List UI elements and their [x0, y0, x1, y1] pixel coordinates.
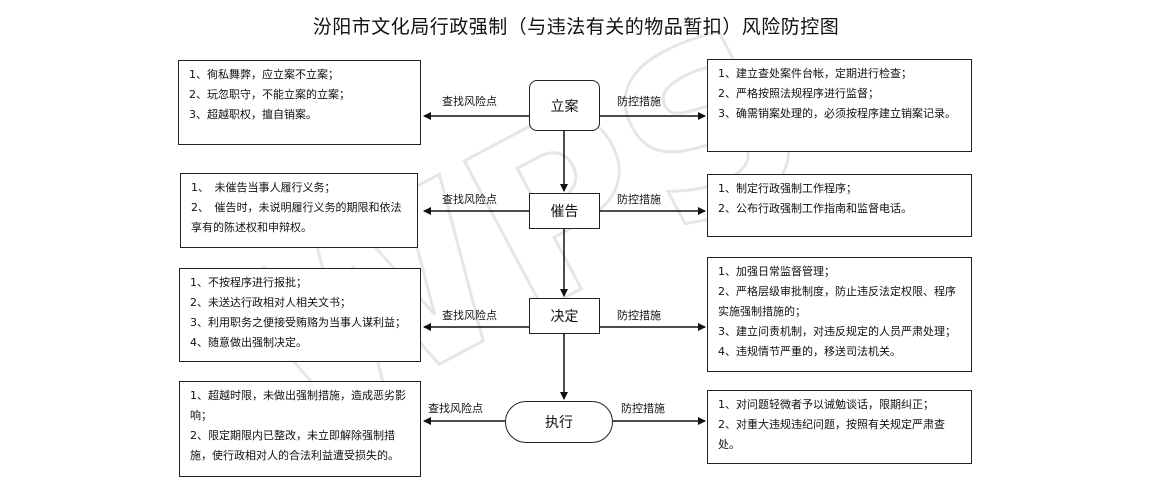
control-1-item-1: 1、建立查处案件台帐，定期进行检查； [718, 67, 912, 80]
control-4-item-2: 2、对重大违规违纪问题，按照有关规定严肃查处。 [718, 418, 945, 451]
risk-1-item-1: 1、徇私舞弊，应立案不立案； [189, 68, 339, 81]
control-2-item-1: 1、制定行政强制工作程序； [718, 182, 857, 195]
control-box-3: 1、加强日常监督管理； 2、严格层级审批制度，防止违反法定权限、程序实施强制措施… [707, 257, 972, 372]
risk-label-1: 查找风险点 [442, 95, 497, 108]
risk-box-3: 1、不按程序进行报批； 2、未送达行政相对人相关文书； 3、利用职务之便接受贿赂… [179, 268, 421, 362]
control-label-3: 防控措施 [617, 309, 661, 322]
control-2-item-2: 2、公布行政强制工作指南和监督电话。 [718, 202, 912, 215]
risk-3-item-4: 4、随意做出强制决定。 [190, 336, 307, 349]
control-1-item-2: 2、严格按照法规程序进行监督； [718, 87, 879, 100]
control-3-item-2: 2、严格层级审批制度，防止违反法定权限、程序实施强制措施的； [718, 285, 956, 318]
control-3-item-1: 1、加强日常监督管理； [718, 265, 835, 278]
risk-label-3: 查找风险点 [442, 309, 497, 322]
risk-2-item-2: 2、 催告时，未说明履行义务的期限和依法享有的陈述权和申辩权。 [191, 201, 402, 234]
risk-3-item-1: 1、不按程序进行报批； [190, 276, 307, 289]
step-node-3: 决定 [529, 298, 600, 334]
risk-box-2: 1、 未催告当事人履行义务； 2、 催告时，未说明履行义务的期限和依法享有的陈述… [180, 173, 418, 248]
risk-label-2: 查找风险点 [442, 193, 497, 206]
control-label-1: 防控措施 [617, 95, 661, 108]
risk-3-item-3: 3、利用职务之便接受贿赂为当事人谋利益； [190, 316, 406, 329]
control-1-item-3: 3、确需销案处理的，必须按程序建立销案记录。 [718, 107, 956, 120]
control-box-1: 1、建立查处案件台帐，定期进行检查； 2、严格按照法规程序进行监督； 3、确需销… [707, 59, 972, 152]
risk-3-item-2: 2、未送达行政相对人相关文书； [190, 296, 351, 309]
risk-4-item-2: 2、限定期限内已整改，未立即解除强制措施，使行政相对人的合法利益遭受损失的。 [190, 429, 399, 462]
step-node-4: 执行 [505, 401, 613, 443]
risk-2-item-1: 1、 未催告当事人履行义务； [191, 181, 336, 194]
risk-4-item-1: 1、超越时限，未做出强制措施，造成恶劣影响； [190, 389, 406, 422]
control-label-2: 防控措施 [617, 193, 661, 206]
control-label-4: 防控措施 [621, 402, 665, 415]
control-3-item-3: 3、建立问责机制，对违反规定的人员严肃处理； [718, 325, 956, 338]
control-box-2: 1、制定行政强制工作程序； 2、公布行政强制工作指南和监督电话。 [707, 174, 972, 237]
page-title: 汾阳市文化局行政强制（与违法有关的物品暂扣）风险防控图 [312, 16, 840, 38]
risk-box-1: 1、徇私舞弊，应立案不立案； 2、玩忽职守，不能立案的立案； 3、超越职权，擅自… [178, 60, 421, 145]
control-box-4: 1、对问题轻微者予以诫勉谈话，限期纠正； 2、对重大违规违纪问题，按照有关规定严… [707, 390, 972, 464]
step-node-1: 立案 [529, 80, 600, 131]
risk-box-4: 1、超越时限，未做出强制措施，造成恶劣影响； 2、限定期限内已整改，未立即解除强… [179, 381, 421, 477]
step-node-2: 催告 [529, 193, 600, 229]
risk-1-item-2: 2、玩忽职守，不能立案的立案； [189, 88, 350, 101]
control-4-item-1: 1、对问题轻微者予以诫勉谈话，限期纠正； [718, 398, 934, 411]
control-3-item-4: 4、违规情节严重的，移送司法机关。 [718, 345, 901, 358]
risk-label-4: 查找风险点 [428, 402, 483, 415]
risk-1-item-3: 3、超越职权，擅自销案。 [189, 108, 317, 121]
